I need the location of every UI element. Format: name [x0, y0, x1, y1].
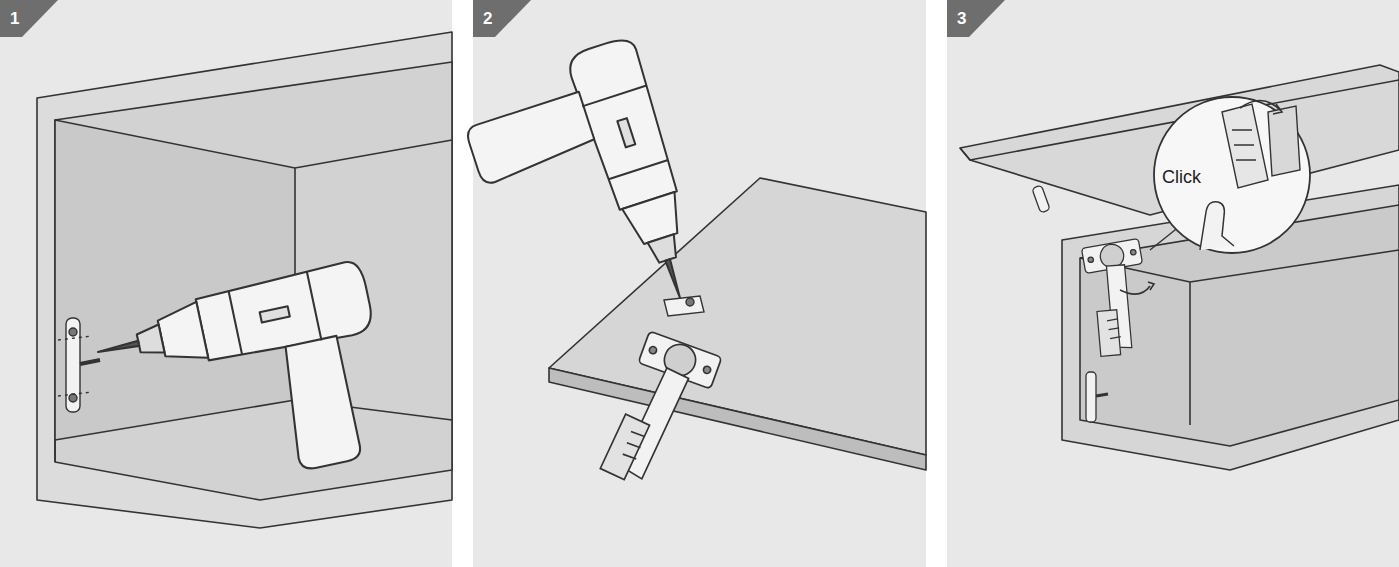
action-label: Click	[1162, 168, 1201, 186]
cup-hinge	[1081, 239, 1157, 359]
step-number: 2	[483, 10, 492, 27]
panel-ground	[0, 0, 452, 567]
step-number: 3	[957, 10, 966, 27]
step-tab	[0, 0, 58, 37]
motion-arrow	[1120, 286, 1150, 294]
step-number: 1	[10, 10, 19, 27]
panel-ground	[473, 0, 926, 567]
step-tab	[473, 0, 531, 37]
mounting-plate	[58, 318, 100, 412]
power-drill	[90, 259, 400, 507]
panel-ground	[947, 0, 1399, 567]
power-drill	[453, 35, 713, 345]
cabinet-door	[549, 178, 926, 470]
magnifier	[1154, 97, 1310, 253]
cup-hinge	[599, 331, 722, 497]
cabinet	[37, 32, 452, 528]
step-tab	[947, 0, 1005, 37]
mounting-plate	[664, 296, 704, 316]
mounting-plate	[1032, 185, 1108, 422]
